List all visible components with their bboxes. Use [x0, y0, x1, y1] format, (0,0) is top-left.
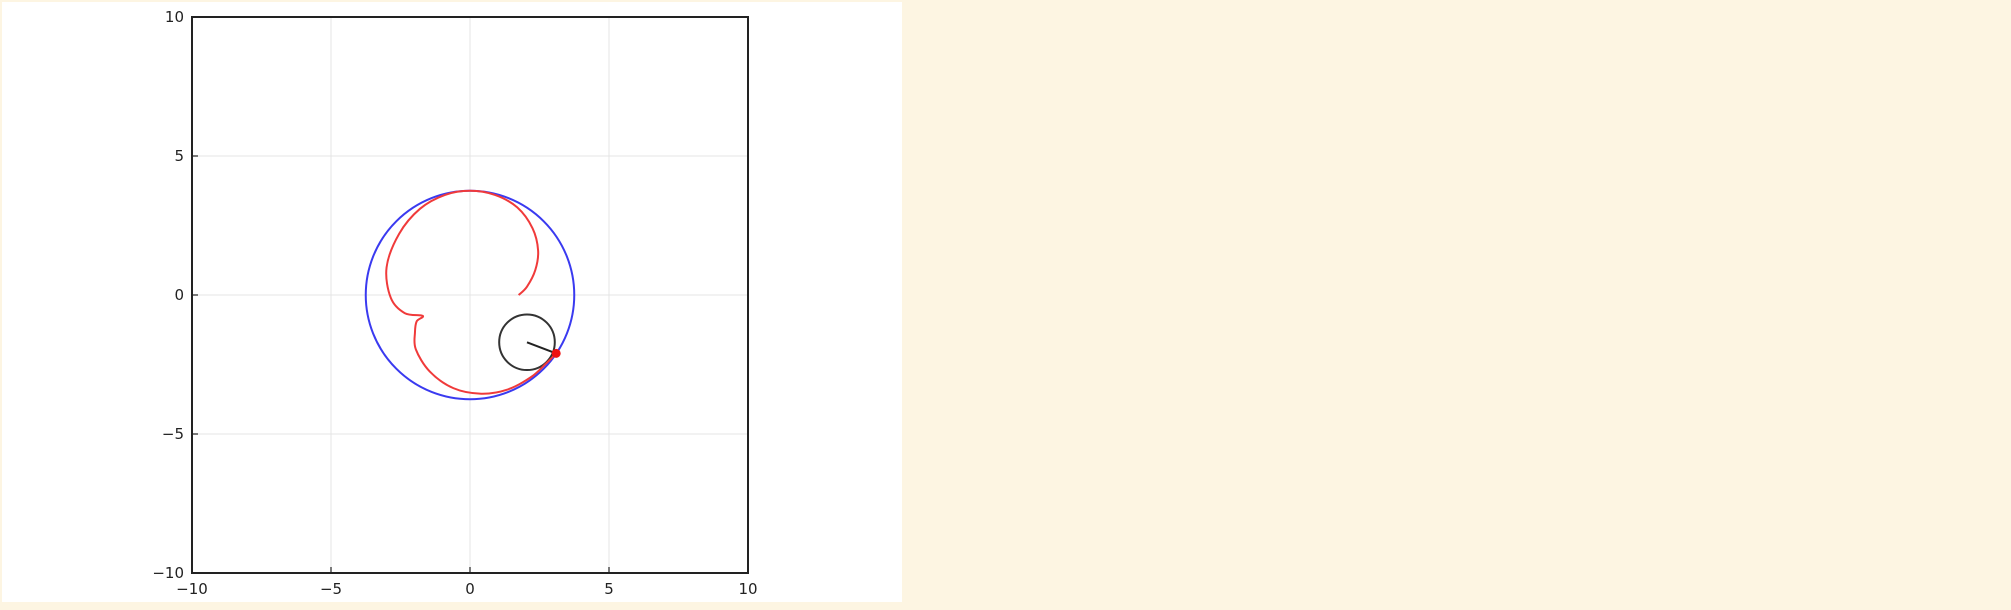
radius-segment	[526, 341, 557, 355]
rolling-circle	[498, 313, 556, 372]
traced-curve	[385, 189, 557, 395]
grid-layer	[191, 16, 749, 574]
data-layer	[364, 189, 576, 401]
tick-layer: −10 −5 0 5 10 −10 −5 0 5 10	[152, 8, 757, 598]
y-tick-label: −10	[152, 564, 184, 582]
y-tick-label: 5	[174, 147, 184, 165]
plot-canvas: −10 −5 0 5 10 −10 −5 0 5 10	[152, 8, 757, 598]
x-tick-label: 10	[738, 580, 757, 598]
y-tick-label: −5	[162, 425, 184, 443]
plot-panel: −10 −5 0 5 10 −10 −5 0 5 10	[2, 2, 902, 602]
y-tick-label: 10	[165, 8, 184, 26]
x-tick-label: −10	[176, 580, 208, 598]
x-tick-label: 0	[465, 580, 475, 598]
x-tick-label: 5	[604, 580, 614, 598]
x-tick-label: −5	[320, 580, 342, 598]
y-tick-label: 0	[174, 286, 184, 304]
tracer-point	[551, 348, 561, 358]
